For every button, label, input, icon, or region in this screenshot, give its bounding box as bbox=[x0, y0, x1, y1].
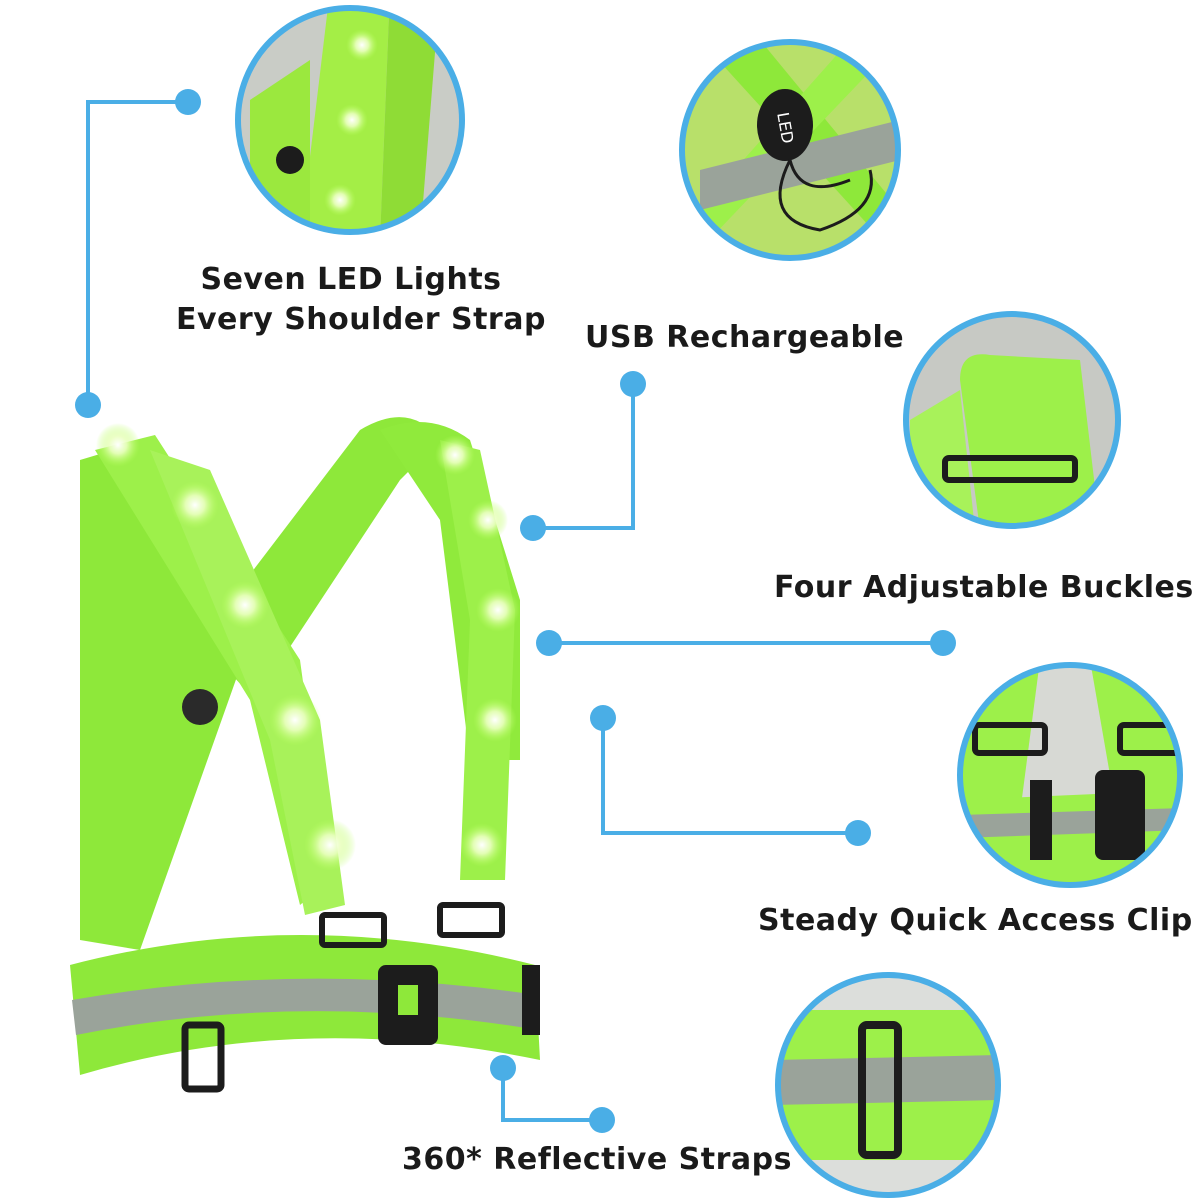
connector-clip bbox=[601, 718, 858, 835]
dot-led-bottom bbox=[75, 392, 101, 418]
label-quick-access-clip: Steady Quick Access Clip bbox=[758, 903, 1193, 938]
led-vest bbox=[70, 417, 540, 1093]
left-belt-buckle bbox=[181, 1021, 225, 1093]
buckle-closeup bbox=[903, 311, 1121, 529]
connector-dots bbox=[75, 89, 956, 1133]
dot-buckles-left bbox=[536, 630, 562, 656]
connector-usb bbox=[533, 384, 635, 530]
label-usb-rechargeable: USB Rechargeable bbox=[585, 320, 905, 355]
left-shoulder-buckle bbox=[319, 912, 387, 948]
reflective-strap-closeup bbox=[775, 972, 1001, 1198]
connector-reflective bbox=[501, 1068, 602, 1122]
label-reflective-straps: 360* Reflective Straps bbox=[402, 1142, 792, 1177]
led-lights bbox=[96, 423, 520, 871]
label-led-line2: Every Shoulder Strap bbox=[176, 302, 546, 337]
dot-usb-top bbox=[620, 371, 646, 397]
dot-usb-left bbox=[520, 515, 546, 541]
dot-clip-top bbox=[590, 705, 616, 731]
label-adjustable-buckles: Four Adjustable Buckles bbox=[774, 570, 1194, 605]
dot-led-top bbox=[175, 89, 201, 115]
led-strap-closeup bbox=[235, 5, 465, 235]
dot-reflective-top bbox=[490, 1055, 516, 1081]
connector-led bbox=[86, 100, 188, 405]
label-led-lights: Seven LED Lights Every Shoulder Strap bbox=[176, 260, 546, 340]
right-shoulder-buckle bbox=[437, 902, 505, 938]
label-led-line1: Seven LED Lights bbox=[200, 262, 502, 297]
dot-reflective-right bbox=[589, 1107, 615, 1133]
dot-clip-right bbox=[845, 820, 871, 846]
usb-cable-closeup: LED bbox=[679, 39, 901, 261]
connector-lines bbox=[86, 100, 943, 1122]
clip-closeup bbox=[957, 662, 1183, 888]
dot-buckles-right bbox=[930, 630, 956, 656]
power-button bbox=[182, 689, 218, 725]
